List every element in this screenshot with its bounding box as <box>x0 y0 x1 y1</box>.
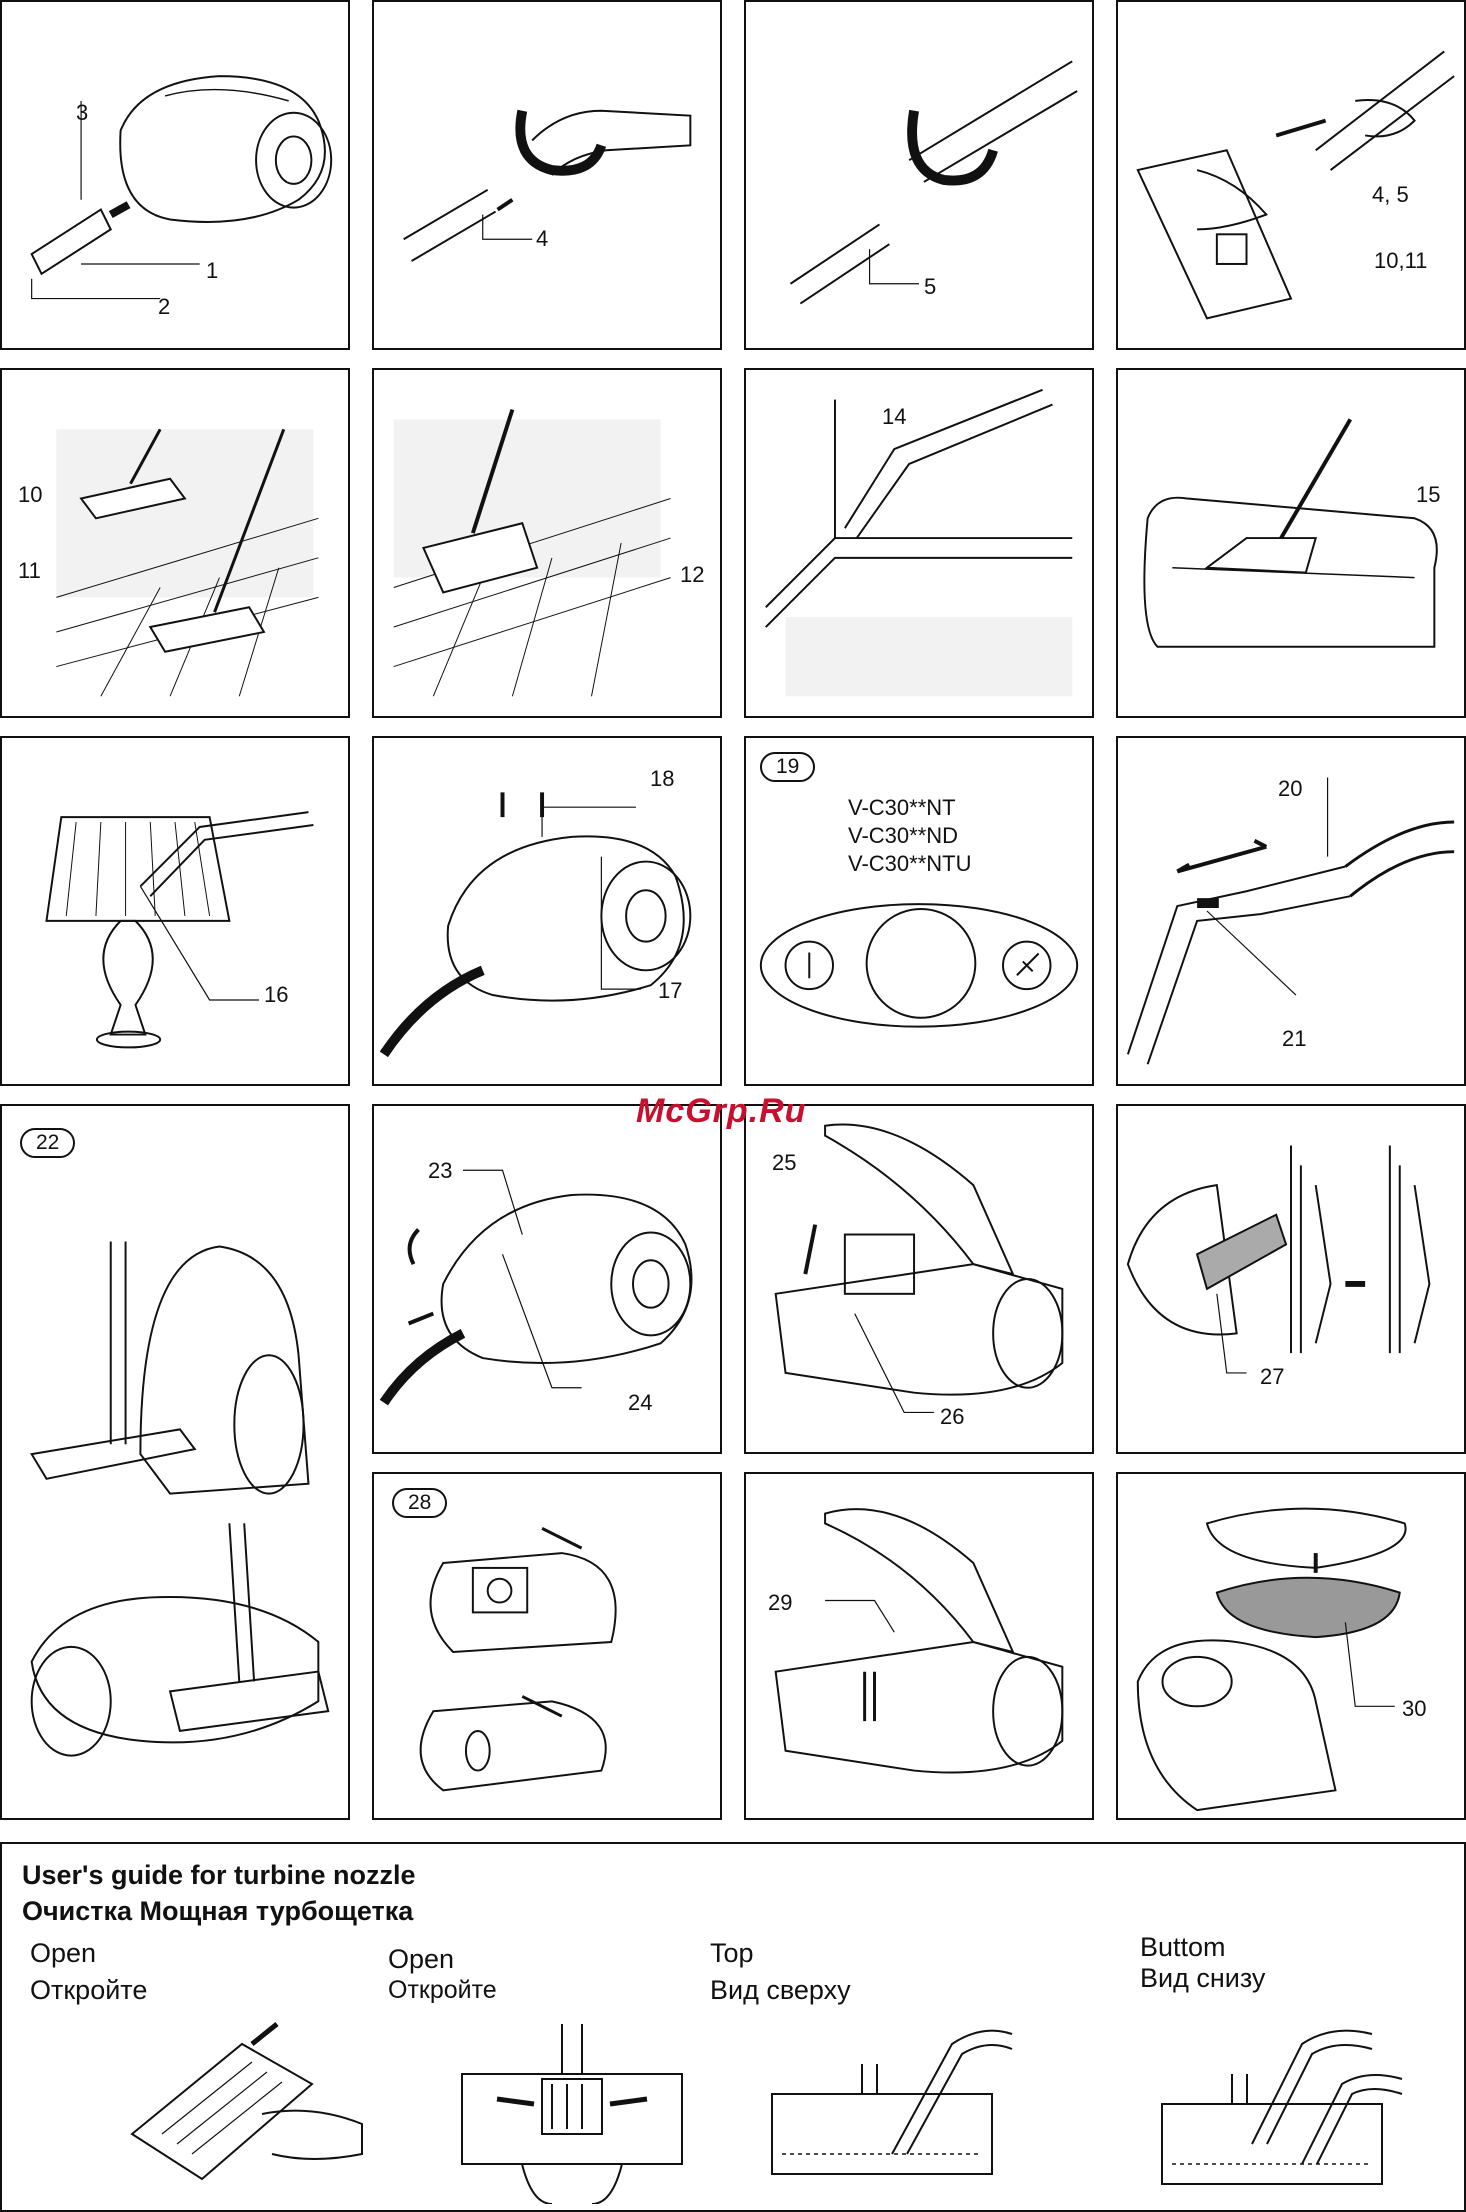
callout-24: 24 <box>628 1392 652 1414</box>
nozzle-attach-illustration <box>1118 2 1464 348</box>
figure-panel-16: 27 <box>1116 1104 1466 1454</box>
callout-10-11: 10,11 <box>1374 250 1427 272</box>
callout-3: 3 <box>76 102 88 124</box>
figure-panel-8: 15 <box>1116 368 1466 718</box>
turbine-open-illustration <box>102 2004 382 2204</box>
callout-30: 30 <box>1402 1698 1426 1720</box>
callout-21: 21 <box>1282 1028 1306 1050</box>
guide-step-1-label: Open Откройте <box>30 1938 147 2006</box>
step-ru: Вид сверху <box>710 1975 851 2006</box>
figure-panel-2: 4 <box>372 0 722 350</box>
callout-11: 11 <box>18 560 41 582</box>
figure-panel-1: 3 1 2 <box>0 0 350 350</box>
callout-26: 26 <box>940 1406 964 1428</box>
callout-2: 2 <box>158 296 170 318</box>
callout-17: 17 <box>658 980 682 1002</box>
figure-panel-19: 30 <box>1116 1472 1466 1820</box>
callout-18: 18 <box>650 768 674 790</box>
callout-20: 20 <box>1278 778 1302 800</box>
cover-open-illustration <box>374 1106 720 1452</box>
turbine-top-view-illustration <box>742 2004 1022 2204</box>
exhaust-filter-illustration <box>1118 1474 1464 1818</box>
step-ru: Откройте <box>388 1975 497 2006</box>
figure-panel-15: 25 26 <box>744 1104 1094 1454</box>
filter-holder-illustration <box>746 1474 1092 1818</box>
figure-panel-9: 16 <box>0 736 350 1086</box>
callout-1: 1 <box>206 260 218 282</box>
bag-insert-illustration <box>1118 1106 1464 1452</box>
floor-carpet-illustration <box>2 370 348 716</box>
step-en: Open <box>30 1938 147 1969</box>
figure-panel-6: 12 <box>372 368 722 718</box>
control-panel-illustration <box>746 738 1092 1084</box>
lamp-dusting-illustration <box>2 738 348 1084</box>
step-en: Buttom <box>1140 1932 1265 1963</box>
figure-panel-5: 10 11 <box>0 368 350 718</box>
bag-holder-illustration <box>746 1106 1092 1452</box>
hose-twist-illustration <box>374 2 720 348</box>
watermark: McGrp.Ru <box>636 1092 806 1131</box>
callout-4-5: 4, 5 <box>1372 184 1409 206</box>
callout-25: 25 <box>772 1152 796 1174</box>
step-en: Open <box>388 1944 497 1975</box>
guide-title-ru: Очистка Мощная турбощетка <box>22 1896 413 1927</box>
callout-4: 4 <box>536 228 548 250</box>
guide-step-3-label: Top Вид сверху <box>710 1938 851 2006</box>
storage-position-illustration <box>2 1106 348 1818</box>
step-ru: Откройте <box>30 1975 147 2006</box>
figure-panel-11: 19 V-C30**NT V-C30**ND V-C30**NTU <box>744 736 1094 1086</box>
step-en: Top <box>710 1938 851 1969</box>
dust-bag-seal-illustration <box>374 1474 720 1818</box>
figure-panel-7: 14 <box>744 368 1094 718</box>
callout-16: 16 <box>264 984 288 1006</box>
turbine-bottom-view-illustration <box>1122 2004 1422 2204</box>
guide-title-en: User's guide for turbine nozzle <box>22 1860 415 1891</box>
callout-27: 27 <box>1260 1366 1284 1388</box>
figure-panel-18: 29 <box>744 1472 1094 1820</box>
turbine-open-press-illustration <box>432 2004 712 2204</box>
callout-14: 14 <box>882 406 906 428</box>
figure-panel-14: 23 24 <box>372 1104 722 1454</box>
callout-23: 23 <box>428 1160 452 1182</box>
callout-29: 29 <box>768 1592 792 1614</box>
turbine-nozzle-guide: User's guide for turbine nozzle Очистка … <box>0 1842 1466 2212</box>
figure-panel-13: 22 <box>0 1104 350 1820</box>
callout-15: 15 <box>1416 484 1440 506</box>
figure-panel-4: 4, 5 10,11 <box>1116 0 1466 350</box>
figure-panel-3: 5 <box>744 0 1094 350</box>
vacuum-body-illustration <box>2 2 348 348</box>
guide-step-2-label: Open Откройте <box>388 1944 497 2006</box>
tube-twist-illustration <box>746 2 1092 348</box>
callout-5: 5 <box>924 276 936 298</box>
upholstery-tool-illustration <box>1118 370 1464 716</box>
brush-nozzle-illustration <box>374 370 720 716</box>
callout-12: 12 <box>680 564 704 586</box>
callout-10: 10 <box>18 484 42 506</box>
figure-panel-17: 28 <box>372 1472 722 1820</box>
step-ru: Вид снизу <box>1140 1963 1265 1994</box>
figure-panel-12: 20 21 <box>1116 736 1466 1086</box>
guide-step-4-label: Buttom Вид снизу <box>1140 1932 1265 1994</box>
crevice-tool-illustration <box>746 370 1092 716</box>
figure-panel-10: 18 17 <box>372 736 722 1086</box>
